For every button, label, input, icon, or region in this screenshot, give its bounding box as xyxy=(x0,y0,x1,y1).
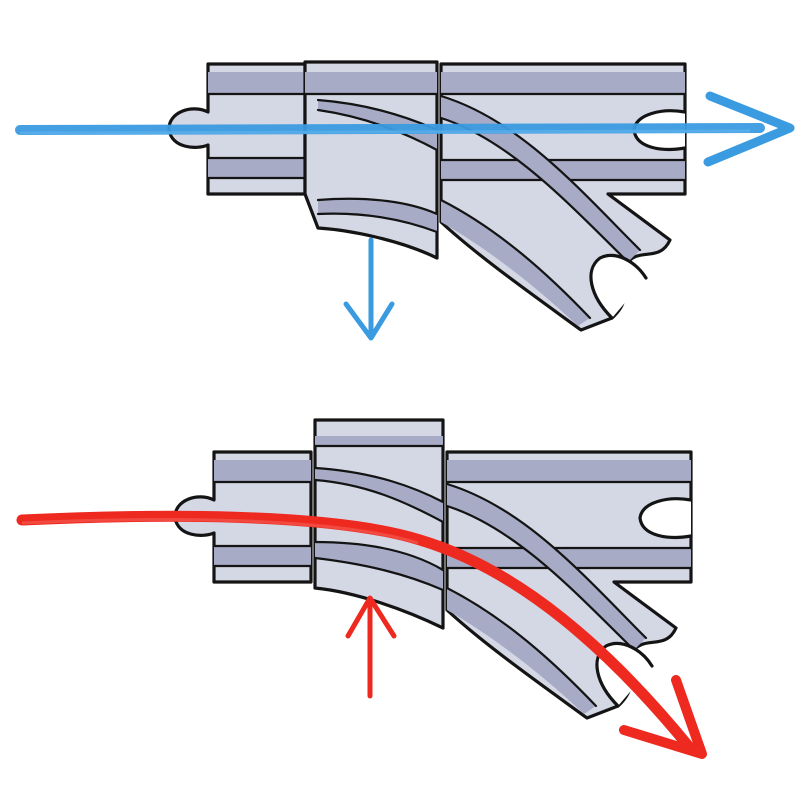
lever-arrow-icon xyxy=(345,595,397,699)
switch-diverging-panel xyxy=(173,418,693,720)
route-arrow-icon xyxy=(15,91,795,167)
route-arrow-icon xyxy=(16,510,707,759)
switch-lever[interactable] xyxy=(313,418,445,630)
switch-lever[interactable] xyxy=(303,60,439,260)
lever-arrow-icon xyxy=(343,237,395,341)
switch-straight-panel xyxy=(15,60,795,341)
